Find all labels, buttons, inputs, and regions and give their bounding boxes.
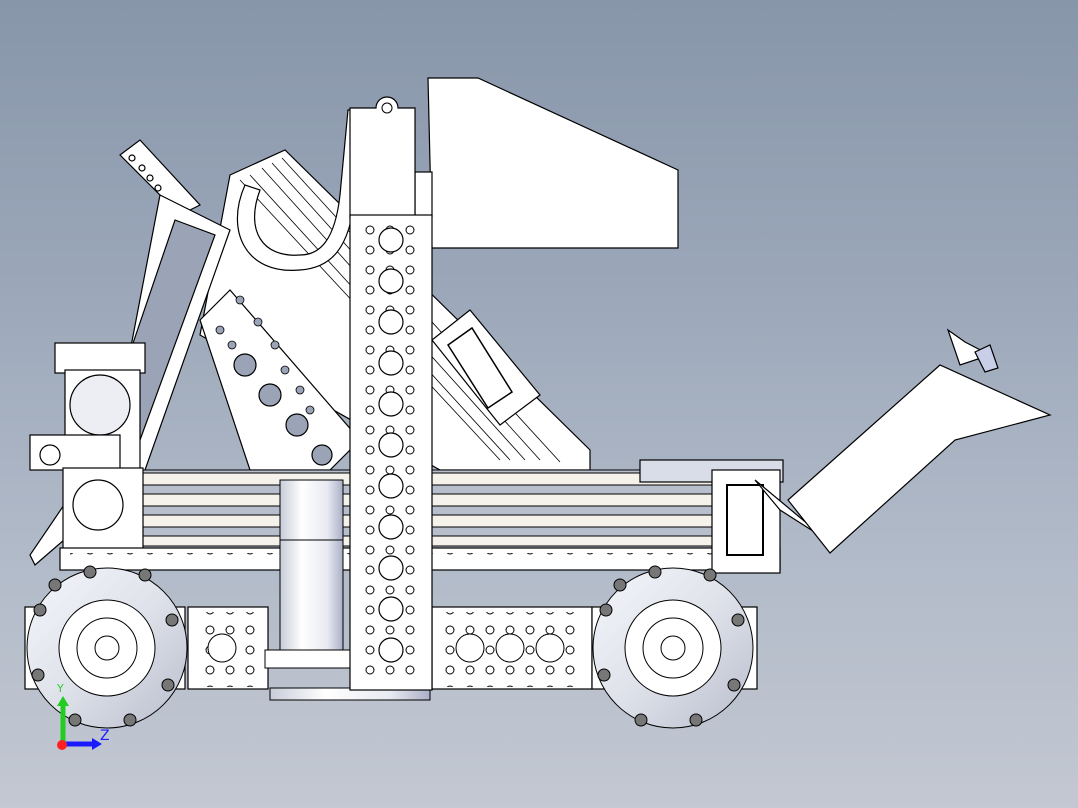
- front-control-hub[interactable]: [639, 459, 784, 574]
- mecanum-wheel-front[interactable]: [592, 565, 754, 729]
- hopper-mount: [349, 96, 416, 219]
- vertical-channel[interactable]: [349, 214, 433, 691]
- reference-triad: Y Z: [50, 682, 120, 760]
- axis-arrows-icon: [57, 696, 102, 750]
- front-intake[interactable]: [754, 328, 1052, 554]
- left-motor-block: [62, 467, 144, 551]
- drive-motor[interactable]: [264, 479, 431, 701]
- hopper-bracket: [414, 171, 433, 218]
- tilted-control-hub: [431, 309, 541, 426]
- left-gearbox: [29, 342, 146, 471]
- hopper-plate[interactable]: [427, 77, 679, 249]
- z-axis-label: Z: [100, 728, 110, 744]
- mecanum-wheel-rear[interactable]: [26, 565, 188, 729]
- y-axis-label: Y: [57, 682, 64, 695]
